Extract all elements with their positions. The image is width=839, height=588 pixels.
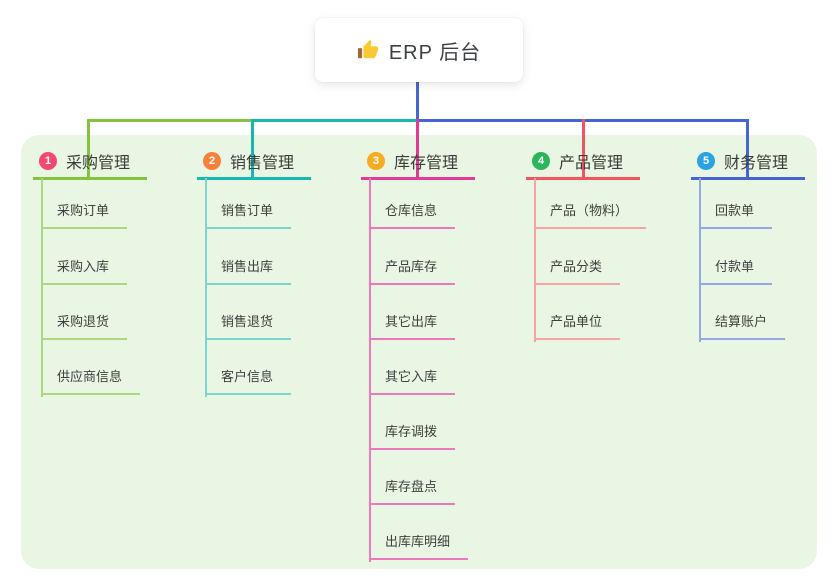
- connector-bus-teal: [251, 119, 419, 122]
- branch-header-purchase[interactable]: 1 采购管理: [33, 147, 130, 175]
- child-node[interactable]: 销售退货: [205, 312, 292, 340]
- child-node[interactable]: 采购订单: [41, 201, 128, 229]
- child-node[interactable]: 库存调拨: [369, 422, 456, 450]
- branch-label: 销售管理: [230, 155, 295, 172]
- child-node[interactable]: 销售订单: [205, 201, 292, 229]
- connector-drop-sales: [251, 119, 254, 180]
- child-node[interactable]: 客户信息: [205, 367, 292, 395]
- branch-number-badge: 2: [203, 152, 221, 170]
- branch-stem-line: [534, 178, 536, 342]
- branch-underline: [33, 177, 147, 180]
- branch-header-inventory[interactable]: 3 库存管理: [361, 147, 458, 175]
- child-node[interactable]: 库存盘点: [369, 477, 456, 505]
- branch-label: 财务管理: [724, 155, 789, 172]
- branch-label: 库存管理: [394, 155, 459, 172]
- branch-underline: [526, 177, 640, 180]
- child-node[interactable]: 采购退货: [41, 312, 128, 340]
- branch-stem-line: [41, 178, 43, 397]
- root-title: ERP 后台: [388, 41, 482, 64]
- child-node[interactable]: 仓库信息: [369, 201, 456, 229]
- child-node[interactable]: 供应商信息: [41, 367, 141, 395]
- branch-stem-line: [699, 178, 701, 342]
- branch-header-finance[interactable]: 5 财务管理: [691, 147, 788, 175]
- child-node[interactable]: 付款单: [699, 257, 773, 285]
- child-node[interactable]: 产品分类: [534, 257, 621, 285]
- connector-bus-green: [87, 119, 254, 122]
- branch-number-badge: 3: [367, 152, 385, 170]
- child-node[interactable]: 产品单位: [534, 312, 621, 340]
- branch-number-badge: 1: [39, 152, 57, 170]
- branch-stem-line: [369, 178, 371, 562]
- connector-drop-purchase: [87, 119, 90, 180]
- child-node[interactable]: 产品库存: [369, 257, 456, 285]
- child-node[interactable]: 采购入库: [41, 257, 128, 285]
- child-node[interactable]: 销售出库: [205, 257, 292, 285]
- child-node[interactable]: 其它入库: [369, 367, 456, 395]
- branch-number-badge: 4: [532, 152, 550, 170]
- root-node[interactable]: ERP 后台: [315, 18, 523, 82]
- child-node[interactable]: 其它出库: [369, 312, 456, 340]
- branch-label: 采购管理: [66, 155, 131, 172]
- child-node[interactable]: 出库库明细: [369, 532, 469, 560]
- child-node[interactable]: 产品（物料）: [534, 201, 647, 229]
- branch-header-sales[interactable]: 2 销售管理: [197, 147, 294, 175]
- branch-underline: [691, 177, 805, 180]
- child-node[interactable]: 结算账户: [699, 312, 786, 340]
- branch-underline: [361, 177, 475, 180]
- thumbs-up-icon: [357, 39, 379, 61]
- mindmap-panel: [21, 135, 817, 569]
- branch-number-badge: 5: [697, 152, 715, 170]
- branch-stem-line: [205, 178, 207, 397]
- connector-root-stem: [416, 82, 419, 120]
- branch-header-product[interactable]: 4 产品管理: [526, 147, 623, 175]
- connector-drop-product: [582, 119, 585, 180]
- child-node[interactable]: 回款单: [699, 201, 773, 229]
- connector-drop-finance: [746, 119, 749, 180]
- branch-underline: [197, 177, 311, 180]
- branch-label: 产品管理: [559, 155, 624, 172]
- connector-drop-inventory: [416, 119, 419, 180]
